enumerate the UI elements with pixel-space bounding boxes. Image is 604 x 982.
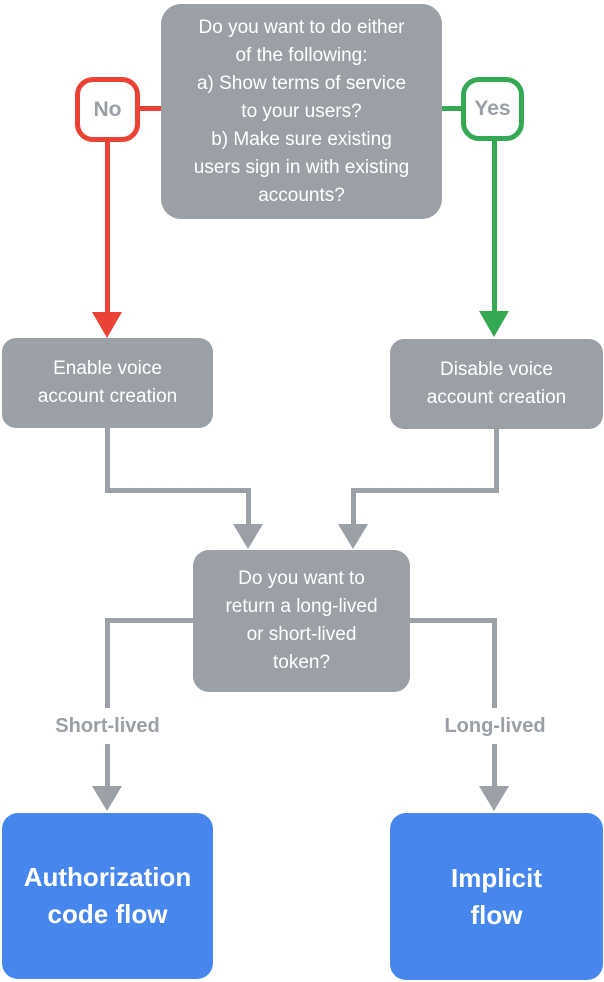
short-lived-horizontal-line [105,618,193,623]
enable-voice-account-node: Enable voice account creation [2,338,213,428]
question-node-terms-text: Do you want to do either of the followin… [193,16,410,206]
no-badge: No [75,77,140,142]
enable-elbow-line [105,488,251,493]
long-lived-label-text: Long-lived [444,714,546,737]
enable-down-line [105,427,110,493]
short-lived-label: Short-lived [23,708,192,744]
no-branch-horizontal-line [140,106,161,111]
long-lived-horizontal-line [410,618,497,623]
yes-badge-label: Yes [474,97,511,120]
long-lived-arrowhead-icon [479,786,509,811]
disable-down-line [494,429,499,493]
long-lived-label: Long-lived [410,708,580,744]
yes-branch-vertical-line [492,139,497,314]
disable-voice-account-text: Disable voice account creation [426,359,567,408]
no-branch-arrowhead-icon [92,312,122,338]
short-lived-label-text: Short-lived [55,714,160,737]
disable-voice-account-node: Disable voice account creation [390,339,603,429]
implicit-flow-text: Implicit flow [450,862,542,930]
short-lived-arrowhead-icon [92,786,122,811]
question-node-terms-of-service: Do you want to do either of the followin… [161,4,442,219]
enable-voice-account-text: Enable voice account creation [37,358,178,407]
disable-arrowhead-icon [338,524,368,549]
yes-badge: Yes [461,77,524,141]
short-lived-vertical-line [105,618,110,788]
disable-into-question-line [351,488,356,525]
disable-elbow-line [351,488,499,493]
no-badge-label: No [93,97,122,121]
yes-branch-arrowhead-icon [479,311,509,337]
implicit-flow-node: Implicit flow [390,813,603,980]
question-node-token-text: Do you want to return a long-lived or sh… [225,568,378,673]
long-lived-vertical-line [492,618,497,788]
enable-into-question-line [246,488,251,525]
authorization-code-flow-text: Authorization code flow [23,862,192,929]
no-branch-vertical-line [105,140,110,314]
yes-branch-horizontal-line [442,106,462,111]
question-node-token-lifetime: Do you want to return a long-lived or sh… [193,550,410,692]
enable-arrowhead-icon [233,524,263,549]
authorization-code-flow-node: Authorization code flow [2,813,213,979]
